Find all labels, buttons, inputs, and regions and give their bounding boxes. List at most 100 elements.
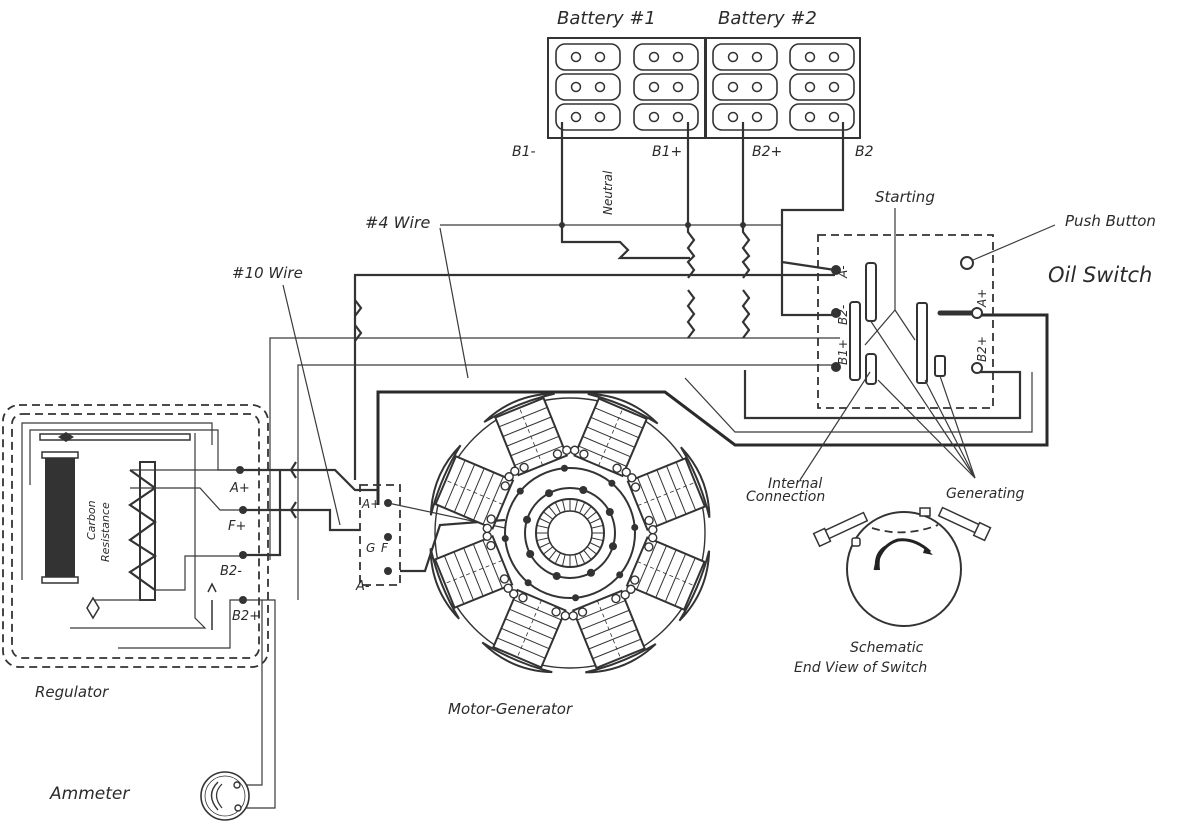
terminal-b1-plus	[831, 362, 841, 372]
switch-terminal-a-minus: A-	[836, 265, 850, 279]
commutator-bar	[579, 552, 586, 564]
field-connection	[560, 464, 568, 472]
mg-terminal-box	[359, 484, 401, 586]
field-pole	[626, 446, 711, 535]
brush-connection	[523, 515, 532, 524]
field-connection	[631, 523, 639, 531]
contact-bar-1	[865, 262, 877, 322]
contact-blade	[916, 302, 928, 384]
commutator-bar	[579, 502, 586, 514]
oil-switch-label: Oil Switch	[1048, 263, 1152, 287]
wire-10-pointer	[282, 284, 341, 526]
regulator-terminal-b2-minus: B2-	[220, 564, 242, 579]
battery-cell	[712, 103, 778, 131]
commutator-bar	[589, 517, 601, 524]
battery-cell	[633, 43, 699, 71]
commutator-bar	[583, 549, 592, 560]
battery-cell	[633, 103, 699, 131]
wire-10-label: #10 Wire	[232, 264, 303, 282]
mg-terminal-g: G	[366, 541, 375, 555]
battery-bank: Battery #1 Battery #2	[547, 8, 861, 139]
commutator-bar	[561, 499, 566, 512]
commutator-bar	[591, 524, 604, 529]
commutator-bar	[536, 537, 549, 542]
mg-armature-outer	[504, 467, 636, 599]
carbon-label-1: Carbon	[85, 500, 98, 540]
battery-cell	[633, 73, 699, 101]
field-connection	[524, 579, 532, 587]
battery-1-label: Battery #1	[557, 8, 656, 29]
field-pole	[625, 533, 711, 622]
regulator: Carbon Resistance A+ F+ B2- B2+	[2, 404, 269, 668]
commutator-bar	[574, 499, 579, 512]
field-connection	[516, 487, 524, 495]
switch-terminal-b1-plus: B1+	[836, 339, 850, 365]
carbon-resistance-label: Resistance	[99, 502, 112, 562]
switch-terminal-b2-plus: B2+	[975, 336, 989, 362]
field-pole	[568, 589, 657, 674]
terminal-label-b2-plus: B2+	[752, 144, 782, 160]
field-connection	[572, 594, 580, 602]
regulator-terminal-a-plus: A+	[229, 481, 250, 496]
ammeter-dial	[200, 771, 250, 821]
motor-generator: A+ G F A-	[355, 392, 711, 674]
commutator-bar	[536, 524, 549, 529]
commutator-bar	[539, 517, 551, 524]
battery-cell	[789, 43, 855, 71]
brush-connection	[552, 571, 561, 580]
battery-cell	[555, 43, 621, 71]
battery-cell	[712, 43, 778, 71]
brush-connection	[608, 542, 617, 551]
battery-cell	[555, 103, 621, 131]
contact-bar-3	[865, 353, 877, 385]
regulator-housing-inner	[11, 413, 260, 659]
battery-2-label: Battery #2	[718, 8, 817, 29]
field-pole	[570, 392, 659, 478]
regulator-housing-outer	[2, 404, 269, 668]
field-pole	[481, 588, 570, 674]
field-pole	[483, 392, 572, 477]
battery-cells	[555, 43, 855, 131]
contact-bar-4	[934, 355, 946, 377]
regulator-terminal-f-plus: F+	[228, 519, 246, 534]
push-button[interactable]	[960, 256, 974, 270]
oil-switch: Starting A- B2- B1+ A+ B2+	[817, 188, 1056, 409]
terminal-label-b1-minus: B1-	[512, 144, 536, 160]
switch-terminal-a-plus: A+	[975, 289, 989, 308]
terminal-b2-minus	[831, 308, 841, 318]
ammeter	[200, 771, 250, 821]
switch-drum	[846, 511, 962, 627]
push-button-label: Push Button	[1065, 212, 1156, 230]
commutator-bar	[543, 546, 554, 555]
commutator-bar	[589, 542, 601, 549]
battery-2-case	[705, 37, 861, 139]
brush-connection	[526, 549, 535, 558]
switch-callouts	[799, 319, 976, 481]
terminal-a-plus	[971, 307, 983, 319]
starting-label: Starting	[875, 188, 935, 206]
commutator-bar	[548, 506, 557, 517]
battery-cell	[555, 73, 621, 101]
mg-commutator	[547, 510, 593, 556]
field-connection	[501, 535, 509, 543]
brush-connection	[605, 508, 614, 517]
mg-terminal-f: F	[381, 541, 389, 555]
field-connection	[608, 479, 616, 487]
motor-generator-label: Motor-Generator	[448, 700, 573, 718]
field-pole	[429, 444, 515, 533]
wire-4-label: #4 Wire	[365, 213, 431, 232]
mg-frame	[434, 397, 706, 669]
battery-cell	[712, 73, 778, 101]
ammeter-label: Ammeter	[49, 784, 130, 804]
wire-4-pointer	[439, 227, 469, 379]
field-pole	[429, 531, 514, 620]
field-connection	[616, 571, 624, 579]
regulator-terminal-b2-plus: B2+	[232, 609, 260, 624]
battery-leads	[440, 122, 845, 279]
brush-connection	[586, 568, 595, 577]
commutator-bar	[586, 511, 597, 520]
battery-cell	[789, 73, 855, 101]
battery-cell	[789, 103, 855, 131]
commutator-bar	[586, 546, 597, 555]
switch-terminal-b2-minus: B2-	[836, 305, 850, 325]
